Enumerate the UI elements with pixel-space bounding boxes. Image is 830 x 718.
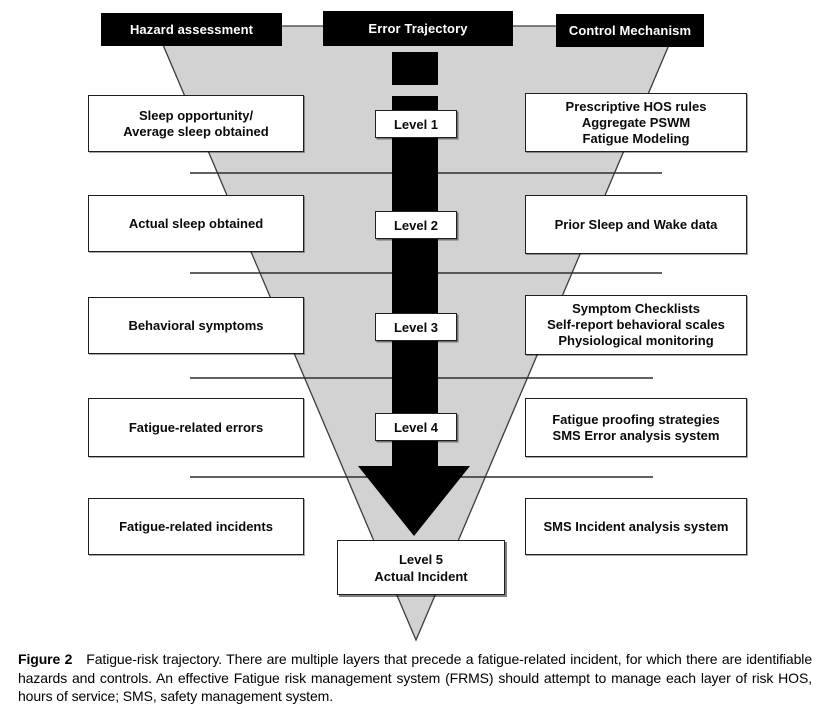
trajectory-arrowhead: [358, 466, 470, 536]
control-box-symptom-checklists: Symptom Checklists Self-report behaviora…: [525, 295, 747, 355]
column-header-hazard-assessment: Hazard assessment: [101, 13, 282, 46]
control-box-sleep-wake-data: Prior Sleep and Wake data: [525, 195, 747, 254]
level-badge-1: Level 1: [375, 110, 457, 138]
box-text-line: Prescriptive HOS rules: [565, 98, 707, 114]
level-label: Level 3: [393, 319, 439, 335]
box-text-line: Actual sleep obtained: [128, 215, 264, 231]
hazard-box-sleep-opportunity: Sleep opportunity/ Average sleep obtaine…: [88, 95, 304, 152]
level-label: Level 5: [398, 551, 444, 567]
control-box-incident-analysis: SMS Incident analysis system: [525, 498, 747, 555]
control-box-fatigue-proofing: Fatigue proofing strategies SMS Error an…: [525, 398, 747, 457]
control-box-hos-rules: Prescriptive HOS rules Aggregate PSWM Fa…: [525, 93, 747, 152]
box-text-line: Fatigue Modeling: [582, 130, 690, 146]
box-text-line: Self-report behavioral scales: [547, 317, 725, 332]
box-text-line: Behavioral symptoms: [128, 317, 264, 333]
figure-caption-label: Figure 2: [18, 651, 73, 667]
box-text-line: SMS Error analysis system: [552, 427, 720, 443]
column-header-error-trajectory: Error Trajectory: [323, 11, 513, 46]
level-badge-3: Level 3: [375, 313, 457, 341]
box-text-line: Fatigue proofing strategies: [552, 411, 720, 427]
header-label: Error Trajectory: [368, 21, 468, 36]
level-label: Level 1: [393, 116, 439, 132]
header-label: Control Mechanism: [568, 23, 692, 38]
hazard-box-behavioral-symptoms: Behavioral symptoms: [88, 297, 304, 354]
trajectory-arrow-shaft: [392, 96, 438, 466]
box-text-line: Symptom Checklists: [572, 301, 700, 316]
fatigue-risk-diagram: Hazard assessment Error Trajectory Contr…: [88, 11, 747, 642]
level-badge-2: Level 2: [375, 211, 457, 239]
box-text-line: Aggregate PSWM: [581, 114, 691, 130]
level5-actual-incident-box: Level 5 Actual Incident: [337, 540, 505, 595]
hazard-box-fatigue-incidents: Fatigue-related incidents: [88, 498, 304, 555]
box-text-line: Actual Incident: [374, 568, 468, 584]
box-text-line: Fatigue-related incidents: [119, 518, 273, 534]
box-text-line: Average sleep obtained: [123, 123, 269, 139]
box-text-line: Sleep opportunity/: [138, 107, 254, 123]
hazard-box-fatigue-errors: Fatigue-related errors: [88, 398, 304, 457]
hazard-box-actual-sleep: Actual sleep obtained: [88, 195, 304, 252]
trajectory-arrow-stub: [392, 52, 438, 85]
box-text-line: Prior Sleep and Wake data: [554, 216, 718, 232]
header-label: Hazard assessment: [129, 22, 254, 37]
level-label: Level 4: [393, 419, 439, 435]
level-label: Level 2: [393, 217, 439, 233]
figure-caption-text: Fatigue-risk trajectory. There are multi…: [18, 651, 813, 704]
box-text-line: SMS Incident analysis system: [543, 518, 729, 534]
box-text-line: Fatigue-related errors: [128, 419, 264, 435]
level-badge-4: Level 4: [375, 413, 457, 441]
box-text-line: Physiological monitoring: [558, 333, 714, 348]
column-header-control-mechanism: Control Mechanism: [556, 14, 704, 47]
